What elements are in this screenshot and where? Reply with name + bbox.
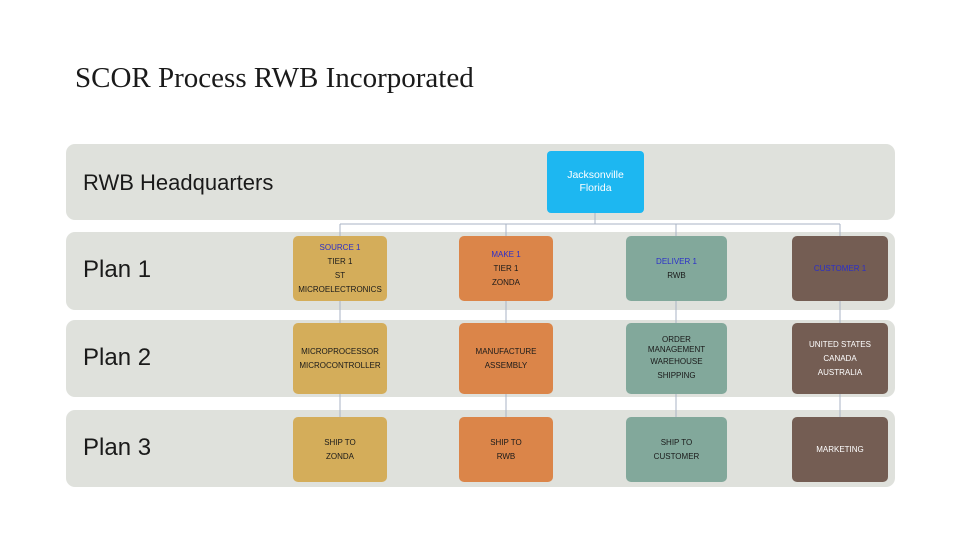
node-text: SOURCE 1 [319, 242, 361, 252]
node-text: ASSEMBLY [484, 360, 528, 370]
plan3-customer-node: MARKETING [792, 417, 888, 482]
band-label-plan-3: Plan 3 [83, 434, 152, 461]
plan3-source-node: SHIP TO ZONDA [293, 417, 387, 482]
node-text: SHIP TO [324, 437, 356, 447]
plan1-source-node: SOURCE 1 TIER 1 ST MICROELECTRONICS [293, 236, 387, 301]
node-text: MANUFACTURE [475, 346, 537, 356]
node-text: CUSTOMER 1 [813, 263, 867, 273]
node-text: MANAGEMENT [647, 344, 706, 354]
node-text: MARKETING [816, 444, 864, 454]
node-text: RWB [667, 270, 686, 280]
node-text: TIER 1 [327, 256, 353, 266]
plan2-source-node: MICROPROCESSOR MICROCONTROLLER [293, 323, 387, 394]
node-text: MICROCONTROLLER [299, 360, 381, 370]
node-text: AUSTRALIA [817, 367, 863, 377]
node-text: ST [334, 270, 346, 280]
plan2-make-node: MANUFACTURE ASSEMBLY [459, 323, 553, 394]
node-text: MAKE 1 [491, 249, 521, 259]
band-headquarters [66, 144, 895, 220]
node-text: TIER 1 [493, 263, 519, 273]
node-text: CANADA [823, 353, 857, 363]
node-text: UNITED STATES [809, 339, 871, 349]
band-label-plan-2: Plan 2 [83, 344, 152, 371]
node-text: SHIP TO [660, 437, 693, 447]
plan1-customer-node: CUSTOMER 1 [792, 236, 888, 301]
band-label-plan-1: Plan 1 [83, 256, 152, 283]
plan2-deliver-node: ORDER MANAGEMENT WAREHOUSE SHIPPING [626, 323, 727, 394]
plan3-deliver-node: SHIP TO CUSTOMER [626, 417, 727, 482]
node-text: ZONDA [492, 277, 520, 287]
node-text: CUSTOMER [653, 451, 700, 461]
plan1-deliver-node: DELIVER 1 RWB [626, 236, 727, 301]
node-text: MICROELECTRONICS [298, 284, 382, 294]
hq-node-line: Florida [579, 182, 612, 194]
node-text: DELIVER 1 [656, 256, 697, 266]
node-text: SHIPPING [657, 370, 696, 380]
node-text: RWB [496, 451, 516, 461]
plan1-make-node: MAKE 1 TIER 1 ZONDA [459, 236, 553, 301]
node-text: ZONDA [326, 451, 354, 461]
band-label-headquarters: RWB Headquarters [83, 170, 274, 195]
node-text: ORDER [662, 334, 691, 344]
hq-node-line: Jacksonville [567, 168, 624, 181]
plan3-make-node: SHIP TO RWB [459, 417, 553, 482]
node-text: WAREHOUSE [650, 356, 703, 366]
hq-node-jacksonville: Jacksonville Florida [547, 151, 644, 213]
plan2-customer-node: UNITED STATES CANADA AUSTRALIA [792, 323, 888, 394]
page-title: SCOR Process RWB Incorporated [75, 62, 474, 94]
node-text: MICROPROCESSOR [301, 346, 379, 356]
node-text: SHIP TO [490, 437, 522, 447]
